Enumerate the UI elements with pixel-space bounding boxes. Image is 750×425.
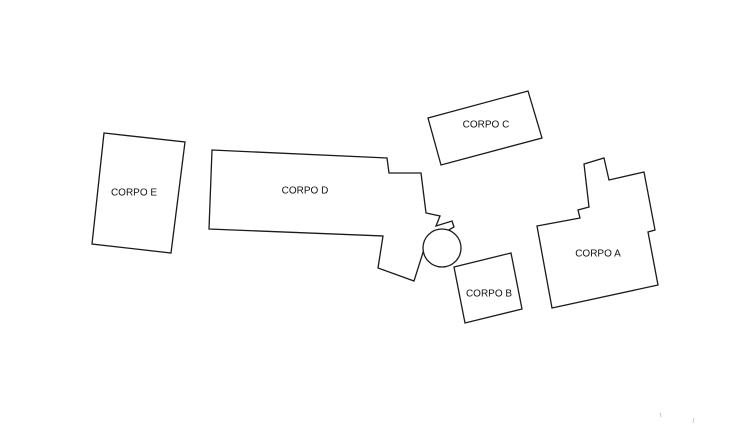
- building-corpo-a-outline: [536, 157, 659, 309]
- building-corpo-d-label: CORPO D: [282, 186, 329, 197]
- building-corpo-e-label: CORPO E: [111, 188, 157, 199]
- faint-mark: [692, 417, 695, 424]
- building-corpo-d[interactable]: CORPO D: [208, 149, 455, 282]
- building-corpo-a[interactable]: CORPO A: [536, 157, 659, 309]
- faint-mark: [659, 412, 662, 418]
- building-corpo-c-outline: [427, 90, 543, 166]
- building-corpo-e[interactable]: CORPO E: [91, 132, 186, 254]
- building-corpo-b-label: CORPO B: [466, 289, 512, 300]
- building-corpo-a-label: CORPO A: [575, 249, 621, 260]
- building-corpo-c-label: CORPO C: [463, 120, 510, 131]
- building-corpo-b-outline: [453, 252, 523, 324]
- junction-circle: [422, 228, 462, 268]
- building-corpo-e-outline: [91, 132, 186, 254]
- building-corpo-d-outline: [208, 149, 455, 282]
- building-corpo-b[interactable]: CORPO B: [453, 252, 523, 324]
- building-corpo-c[interactable]: CORPO C: [427, 90, 543, 166]
